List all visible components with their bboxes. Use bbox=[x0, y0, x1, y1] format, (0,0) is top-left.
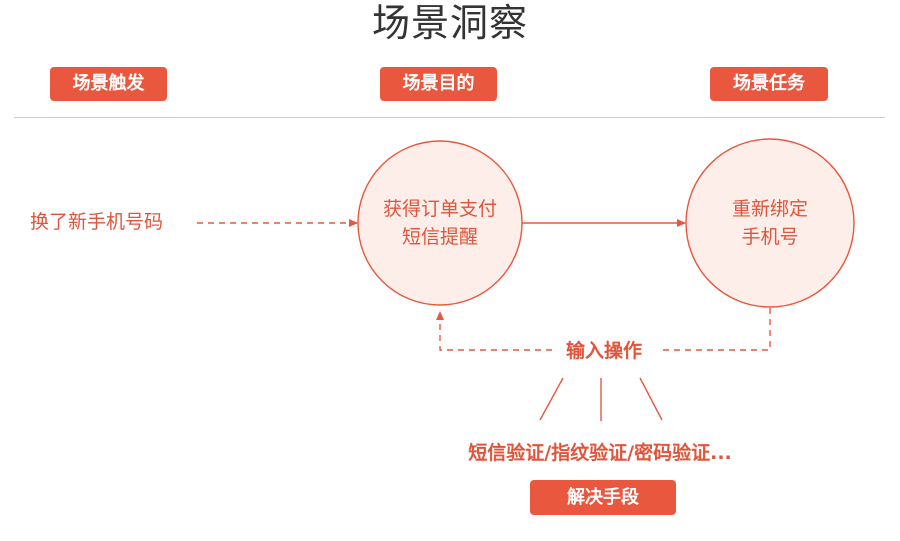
task-circle bbox=[685, 138, 855, 308]
feedback-loop-right bbox=[660, 308, 771, 351]
task-line-2: 手机号 bbox=[741, 226, 799, 248]
tag-solution: 解决手段 bbox=[530, 480, 676, 515]
purpose-line-1: 获得订单支付 bbox=[382, 198, 497, 220]
header-divider bbox=[14, 117, 885, 118]
fan-line-left bbox=[539, 377, 564, 421]
operation-label: 输入操作 bbox=[556, 337, 652, 365]
feedback-loop-left bbox=[436, 311, 552, 351]
tag-scene-trigger: 场景触发 bbox=[50, 67, 167, 101]
task-line-1: 重新绑定 bbox=[731, 198, 808, 220]
task-node-text: 重新绑定 手机号 bbox=[690, 195, 850, 251]
fan-line-right bbox=[639, 377, 663, 421]
purpose-node-text: 获得订单支付 短信提醒 bbox=[360, 195, 520, 251]
tag-scene-purpose: 场景目的 bbox=[380, 67, 497, 101]
trigger-text: 换了新手机号码 bbox=[30, 211, 164, 233]
purpose-circle bbox=[357, 140, 523, 306]
tag-scene-task: 场景任务 bbox=[710, 67, 828, 101]
purpose-line-2: 短信提醒 bbox=[401, 226, 478, 248]
page-title: 场景洞察 bbox=[371, 1, 528, 45]
verification-methods: 短信验证/指纹验证/密码验证... bbox=[468, 442, 732, 464]
